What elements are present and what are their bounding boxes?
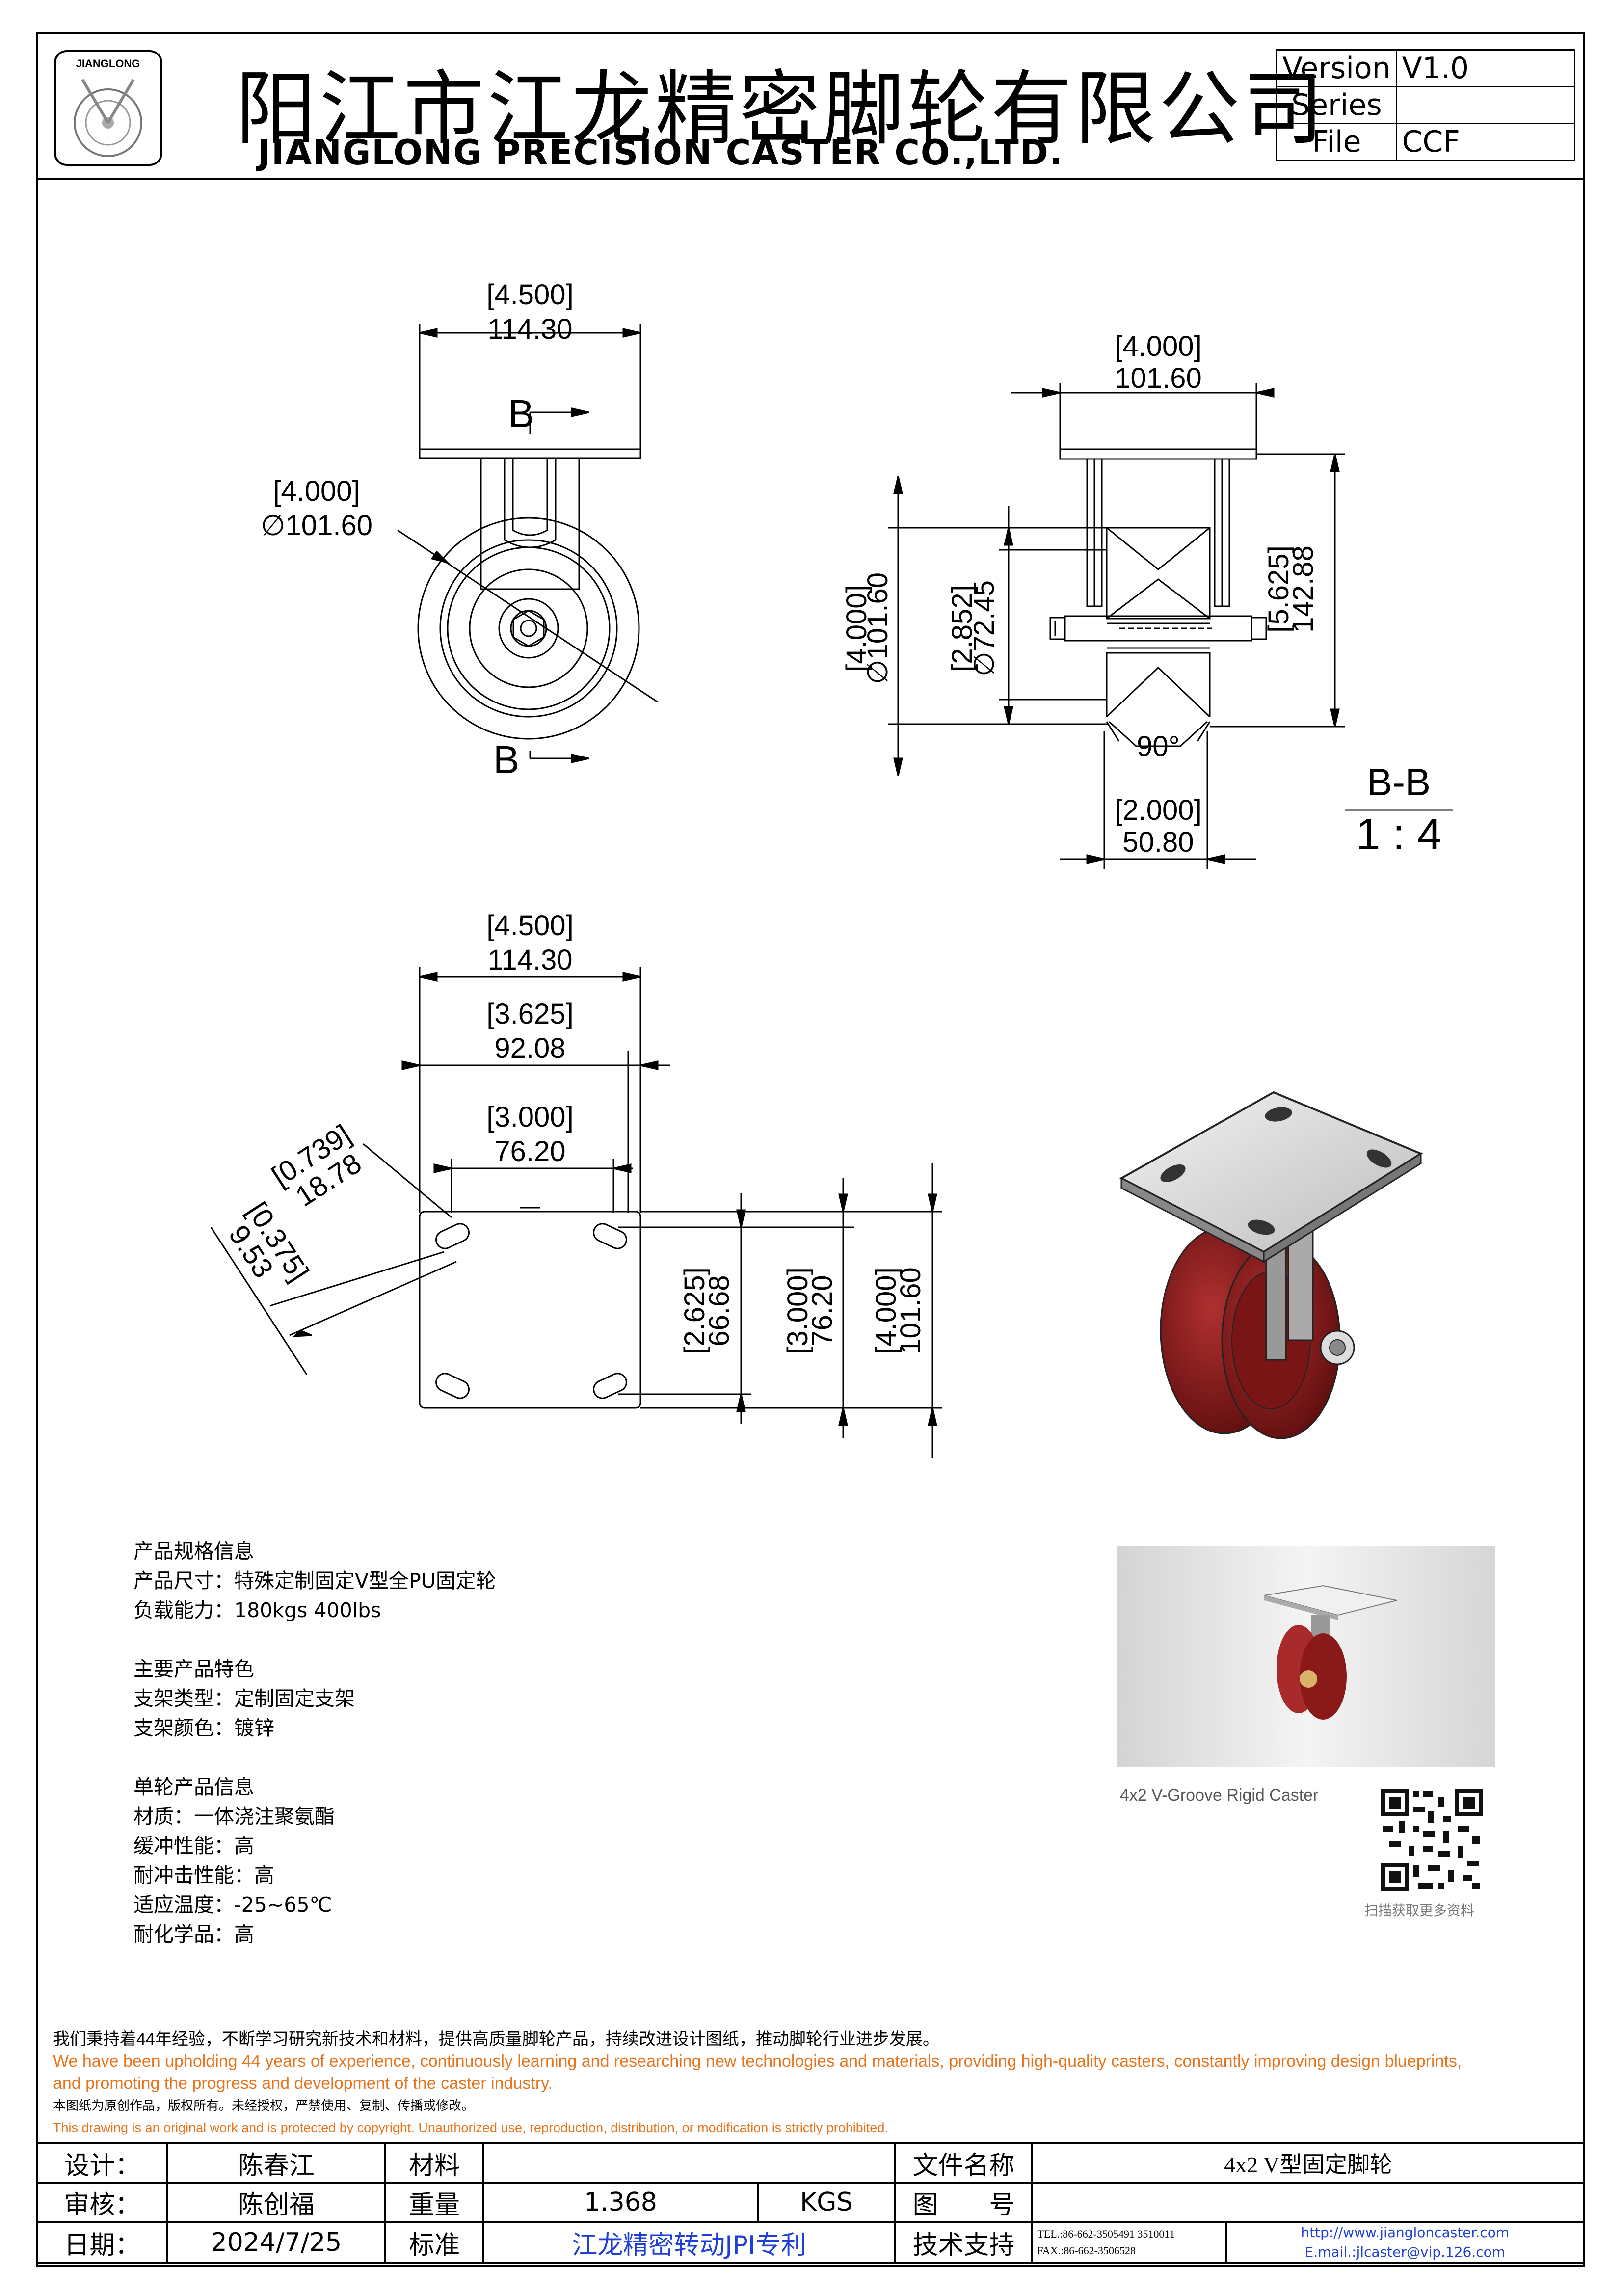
contact-phone: TEL.:86-662-3505491 3510011 FAX.:86-662-…	[1031, 2221, 1227, 2264]
dim-view2-top-mm: 101.60	[1115, 362, 1201, 394]
note-cn: 我们秉持着44年经验，不断学习研究新技术和材料，提供高质量脚轮产品，持续改进设计…	[53, 2030, 939, 2049]
qr-code	[1379, 1787, 1485, 1892]
spec-line: 支架颜色：镀锌	[133, 1716, 274, 1740]
website-link[interactable]: http://www.jiangloncaster.com	[1301, 2224, 1510, 2241]
spec-line: 材质：一体浇注聚氨酯	[133, 1805, 335, 1828]
version-label: Version	[1276, 49, 1397, 87]
dim-view1-top-in: [4.500]	[486, 279, 573, 311]
dim-view2-height-in: [5.625]	[1263, 545, 1295, 632]
weight-unit: KGS	[756, 2182, 896, 2223]
weight-value: 1.368	[482, 2182, 759, 2223]
dim-view2-dia-in: [4.000]	[841, 585, 873, 672]
section-marker-b-top: B	[508, 392, 534, 435]
scale-label: 1 : 4	[1356, 810, 1441, 859]
weight-label: 重量	[384, 2182, 484, 2223]
dim-view2-angle: 90°	[1137, 730, 1180, 762]
side-view-drawing: [4.500] 114.30 [4.000] ∅101.60 B B	[261, 279, 658, 782]
dim-view3-c-in: [3.000]	[486, 1101, 573, 1133]
section-label: B-B	[1367, 760, 1431, 804]
dim-view3-g-in: [3.000]	[782, 1267, 814, 1354]
dim-view2-top-in: [4.000]	[1115, 330, 1201, 362]
drawing-no-value	[1031, 2182, 1585, 2223]
tel-text: TEL.:86-662-3505491 3510011	[1037, 2228, 1175, 2240]
product-photo	[1117, 1546, 1495, 1767]
dim-view3-f-in: [2.625]	[679, 1267, 711, 1354]
spec-section-title: 产品规格信息	[133, 1540, 254, 1563]
filename-value: 4x2 V型固定脚轮	[1031, 2142, 1585, 2184]
spec-line: 适应温度：-25~65℃	[133, 1893, 332, 1917]
file-label: File	[1276, 123, 1397, 161]
dim-view3-a-mm: 114.30	[487, 944, 572, 976]
review-label: 审核：	[36, 2182, 168, 2223]
dim-view1-dia-mm: ∅101.60	[261, 510, 372, 541]
series-label: Series	[1276, 86, 1397, 124]
caster-3d-render	[1119, 1091, 1423, 1439]
dim-view3-h-in: [4.000]	[870, 1267, 902, 1354]
copyright-en: This drawing is an original work and is …	[53, 2120, 888, 2135]
dim-view2-dia-mm: ∅101.60	[862, 572, 894, 684]
version-value: V1.0	[1395, 49, 1575, 87]
spec-line: 产品尺寸：特殊定制固定V型全PU固定轮	[133, 1569, 496, 1593]
dim-view3-f-mm: 66.68	[703, 1275, 735, 1346]
plate-view-drawing: [4.500] 114.30 [3.625] 92.08 [3.000] 76.…	[210, 910, 942, 1458]
drawing-no-label: 图 号	[894, 2182, 1034, 2223]
review-value: 陈创福	[166, 2182, 387, 2223]
dim-view3-c-mm: 76.20	[494, 1135, 565, 1167]
date-label: 日期：	[36, 2221, 168, 2264]
spec-line: 耐冲击性能：高	[133, 1864, 274, 1887]
dim-view2-height-mm: 142.88	[1287, 545, 1319, 632]
dim-view3-h-mm: 101.60	[895, 1267, 927, 1354]
email-link[interactable]: E.mail.:jlcaster@vip.126.com	[1304, 2244, 1506, 2260]
design-label: 设计：	[36, 2142, 168, 2184]
spec-line: 缓冲性能：高	[133, 1834, 254, 1858]
photo-caster	[1264, 1585, 1397, 1720]
material-value	[482, 2142, 896, 2184]
date-value: 2024/7/25	[166, 2221, 387, 2264]
title-block: 设计： 陈春江 材料 文件名称 4x2 V型固定脚轮 审核： 陈创福 重量 1.…	[36, 2142, 1586, 2264]
copyright-cn: 本图纸为原创作品，版权所有。未经授权，严禁使用、复制、传播或修改。	[53, 2098, 475, 2113]
support-label: 技术支持	[894, 2221, 1034, 2264]
file-value: CCF	[1395, 123, 1575, 161]
contact-web: http://www.jiangloncaster.com E.mail.:jl…	[1224, 2221, 1586, 2264]
spec-line: 耐化学品：高	[133, 1922, 254, 1946]
dim-view1-dia-in: [4.000]	[273, 475, 360, 507]
filename-label: 文件名称	[894, 2142, 1034, 2184]
spec-section-title: 主要产品特色	[133, 1657, 254, 1681]
design-value: 陈春江	[166, 2142, 387, 2184]
company-logo: JIANGLONG	[54, 50, 162, 166]
drawing-frame	[36, 32, 1585, 2267]
spec-line: 负载能力：180kgs 400lbs	[133, 1598, 381, 1622]
company-notes: 我们秉持着44年经验，不断学习研究新技术和材料，提供高质量脚轮产品，持续改进设计…	[53, 2028, 1584, 2139]
product-spec: 产品规格信息 产品尺寸：特殊定制固定V型全PU固定轮 负载能力：180kgs 4…	[133, 1537, 496, 1949]
company-name-en: JIANGLONG PRECISION CASTER CO.,LTD.	[258, 133, 1064, 173]
header-divider	[36, 178, 1585, 180]
logo-text: JIANGLONG	[76, 57, 140, 70]
section-marker-b-bottom: B	[493, 738, 519, 782]
dim-view3-a-in: [4.500]	[486, 910, 573, 942]
spec-section-title: 单轮产品信息	[133, 1775, 254, 1799]
dim-view2-hub-in: [2.852]	[946, 585, 978, 672]
dim-view3-b-mm: 92.08	[494, 1032, 565, 1064]
note-en-line2: and promoting the progress and developme…	[53, 2074, 553, 2093]
series-value	[1395, 86, 1575, 124]
dim-view1-top-mm: 114.30	[487, 313, 572, 345]
photo-caption: 4x2 V-Groove Rigid Caster	[1120, 1786, 1319, 1805]
dim-view2-width-mm: 50.80	[1122, 826, 1194, 858]
section-view-drawing: [4.000] 101.60 [4.000] ∅101.60 [2.852] ∅…	[841, 330, 1453, 869]
standard-value: 江龙精密转动JPI专利	[482, 2221, 896, 2264]
dim-view3-g-mm: 76.20	[806, 1275, 838, 1346]
spec-line: 支架类型：定制固定支架	[133, 1687, 355, 1710]
qr-caption: 扫描获取更多资料	[1364, 1902, 1475, 1918]
material-label: 材料	[384, 2142, 484, 2184]
standard-label: 标准	[384, 2221, 484, 2264]
dim-view3-b-in: [3.625]	[486, 998, 573, 1030]
note-en-line1: We have been upholding 44 years of exper…	[53, 2052, 1462, 2071]
fax-text: FAX.:86-662-3506528	[1037, 2244, 1136, 2257]
company-name-cn: 阳江市江龙精密脚轮有限公司	[236, 62, 1327, 156]
dim-view2-width-in: [2.000]	[1115, 794, 1201, 826]
dim-view2-hub-mm: ∅72.45	[968, 580, 1000, 676]
